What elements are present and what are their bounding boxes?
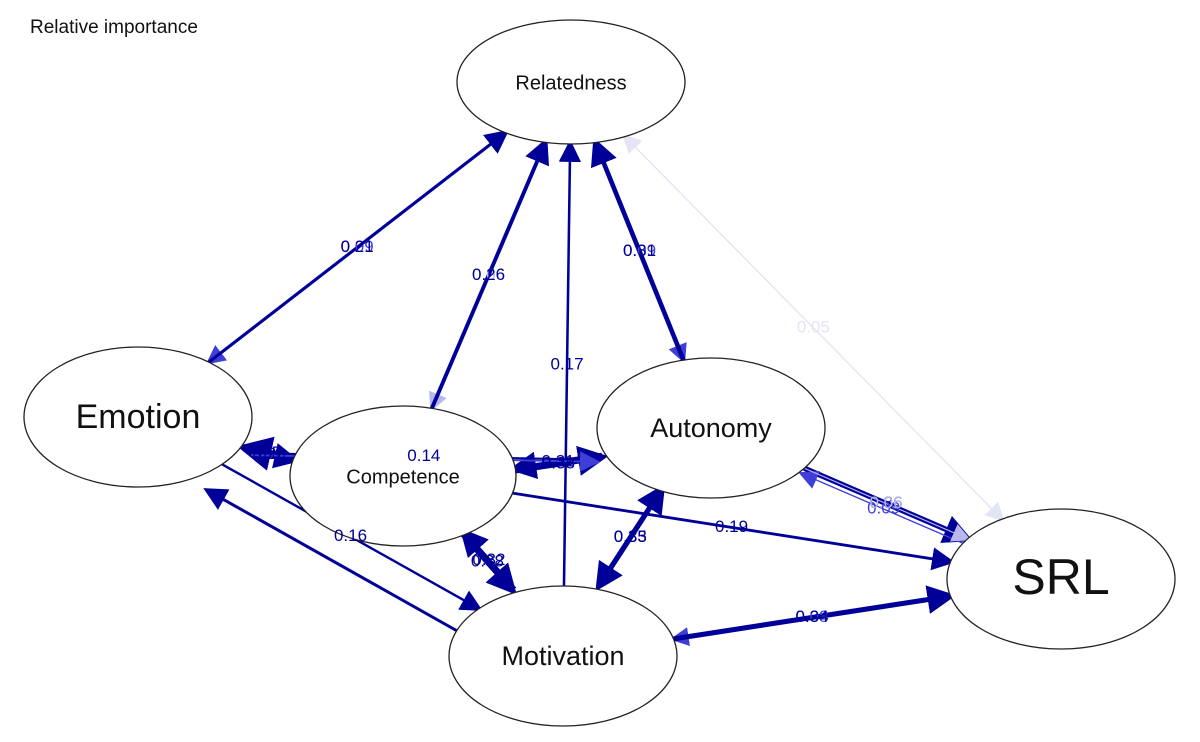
node-ellipse-emotion [23, 346, 253, 488]
edge-label-relatedness-to-autonomy: 0.09 [623, 241, 656, 260]
edge-label-competence-to-motivation: 0.38 [471, 551, 504, 570]
edge-motivation-to-autonomy [596, 483, 666, 589]
node-label-competence: Competence [346, 466, 459, 488]
node-label-srl: SRL [1012, 549, 1109, 605]
edge-motivation-to-relatedness [558, 139, 582, 587]
node-ellipse-srl [946, 508, 1176, 650]
edge-label-motivation-to-autonomy: 0.35 [614, 527, 647, 546]
edge-emotion-to-competence [243, 443, 300, 469]
edge-label-competence-to-autonomy: 0.38 [542, 453, 575, 472]
node-competence[interactable]: Competence [289, 405, 517, 547]
edge-label-emotion-to-relatedness: 0.21 [341, 237, 374, 256]
edge-label-competence-to-relatedness: 0.26 [472, 265, 505, 284]
node-label-relatedness: Relatedness [515, 72, 626, 94]
node-label-autonomy: Autonomy [650, 413, 772, 443]
node-emotion[interactable]: Emotion [23, 346, 253, 488]
edge-label-srl-to-relatedness: 0.05 [797, 317, 830, 336]
node-ellipse-relatedness [456, 19, 686, 145]
edge-autonomy-to-srl [804, 467, 972, 542]
edge-label-autonomy-to-relatedness: 0.31 [623, 241, 656, 260]
edge-srl-to-autonomy [798, 470, 966, 545]
edge-label-relatedness-to-emotion: 0.09 [341, 237, 374, 256]
edge-label-srl-to-motivation: 0.08 [795, 607, 828, 626]
node-label-motivation: Motivation [501, 641, 624, 671]
edge-competence-to-srl [512, 491, 956, 571]
edge-layer [203, 129, 1005, 646]
edge-label-autonomy-to-srl: 0.06 [869, 493, 902, 512]
node-relatedness[interactable]: Relatedness [456, 19, 686, 145]
edge-motivation-to-emotion [203, 488, 465, 637]
edge-label-emotion-to-motivation: 0.16 [334, 526, 367, 545]
edge-label-motivation-to-relatedness: 0.17 [551, 354, 584, 373]
edge-label-layer: 0.090.060.090.210.260.170.310.140.50.260… [253, 237, 903, 626]
edge-label-competence-to-emotion: 0.5 [258, 443, 282, 462]
edge-competence-to-relatedness [430, 137, 550, 410]
node-label-emotion: Emotion [76, 398, 201, 436]
edge-label-motivation-to-srl: 0.34 [795, 607, 828, 626]
node-motivation[interactable]: Motivation [448, 585, 678, 727]
edge-emotion-to-relatedness [207, 129, 510, 364]
diagram-title: Relative importance [30, 17, 198, 38]
edge-motivation-to-srl [673, 585, 957, 642]
edge-label-autonomy-to-emotion: 0.14 [407, 446, 440, 465]
edge-label-competence-to-srl: 0.19 [715, 517, 748, 536]
edge-srl-to-relatedness [622, 133, 1003, 520]
edge-label-autonomy-to-srl: 0.36 [869, 493, 902, 512]
edge-motivation-to-competence [459, 527, 517, 591]
edge-label-srl-to-autonomy: 0.09 [867, 498, 900, 517]
node-srl[interactable]: SRL [946, 508, 1176, 650]
node-ellipse-competence [289, 405, 517, 547]
edge-autonomy-to-relatedness [590, 137, 686, 361]
node-ellipse-autonomy [596, 357, 826, 499]
edge-label-motivation-to-competence: 0.32 [472, 550, 505, 569]
edge-label-relatedness-to-competence: 0.06 [472, 265, 505, 284]
edge-label-emotion-to-competence: 0.26 [253, 444, 286, 463]
node-autonomy[interactable]: Autonomy [596, 357, 826, 499]
edge-label-autonomy-to-competence: 0.31 [542, 451, 575, 470]
node-ellipse-motivation [448, 585, 678, 727]
edge-label-autonomy-to-motivation: 0.33 [614, 527, 647, 546]
